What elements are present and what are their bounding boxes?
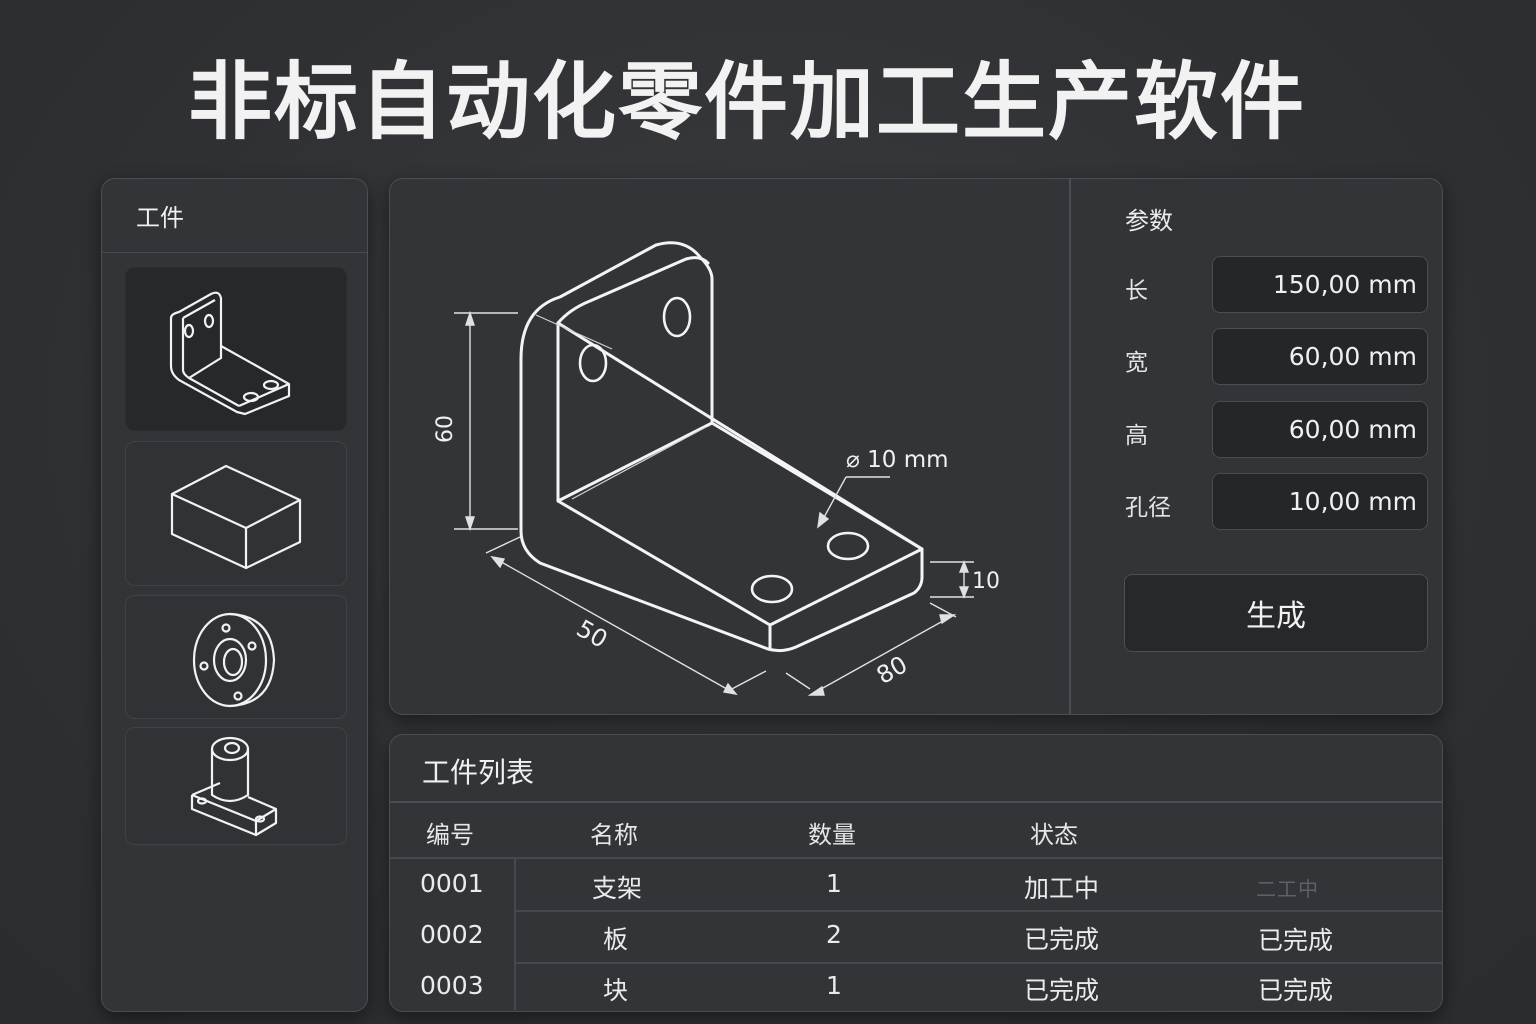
- id-column-divider: [514, 858, 516, 1010]
- 3d-viewport[interactable]: 60 50 80 10 ⌀ 10 mm: [390, 179, 1070, 714]
- cell-id: 0003: [420, 971, 484, 1000]
- l-bracket-icon: [169, 291, 291, 416]
- cell-qty: 2: [826, 920, 842, 949]
- cell-status: 已完成: [1024, 976, 1100, 1005]
- cell-name: 支架: [592, 874, 643, 903]
- part-thumb-flange[interactable]: [125, 595, 347, 719]
- param-length-input[interactable]: 150,00 mm: [1212, 256, 1428, 313]
- block-icon: [170, 464, 302, 569]
- table-title-divider: [390, 801, 1442, 803]
- dim-width-label: 80: [872, 650, 912, 690]
- parts-table-panel: 工件列表 编号 名称 数量 状态 0001 支架 1 加工中 二工中 0002 …: [389, 734, 1443, 1012]
- table-title: 工件列表: [422, 756, 535, 789]
- cell-name: 块: [603, 976, 629, 1005]
- shaft-base-icon: [190, 736, 278, 837]
- cell-qty: 1: [826, 869, 842, 898]
- sidebar-header: 工件: [102, 179, 367, 253]
- row-divider: [514, 962, 1442, 964]
- param-width-label: 宽: [1125, 350, 1148, 376]
- dim-height-label: 60: [433, 415, 458, 443]
- cell-name: 板: [603, 925, 629, 954]
- header-divider: [390, 857, 1442, 859]
- parts-sidebar: 工件: [101, 178, 368, 1012]
- row-divider: [514, 910, 1442, 912]
- cell-extra: 已完成: [1258, 976, 1334, 1005]
- part-thumb-block[interactable]: [125, 441, 347, 586]
- part-thumb-shaft[interactable]: [125, 727, 347, 845]
- cell-qty: 1: [826, 971, 842, 1000]
- flange-disc-icon: [192, 612, 276, 708]
- col-header-qty[interactable]: 数量: [808, 821, 856, 849]
- app-title: 非标自动化零件加工生产软件: [188, 53, 1307, 151]
- generate-button[interactable]: 生成: [1124, 574, 1428, 652]
- cell-extra: 二工中: [1256, 877, 1319, 901]
- param-height-label: 高: [1125, 423, 1148, 449]
- part-thumb-l-bracket[interactable]: [125, 267, 347, 431]
- col-header-name[interactable]: 名称: [590, 821, 638, 849]
- dim-hole-label: ⌀ 10 mm: [846, 447, 949, 473]
- dim-thickness-label: 10: [972, 569, 1000, 594]
- cell-status: 加工中: [1024, 874, 1100, 903]
- cell-id: 0002: [420, 920, 484, 949]
- cell-id: 0001: [420, 869, 484, 898]
- param-height-input[interactable]: 60,00 mm: [1212, 401, 1428, 458]
- param-length-label: 长: [1125, 278, 1148, 304]
- viewer-divider: [1069, 179, 1071, 714]
- cell-extra: 已完成: [1258, 926, 1334, 955]
- params-panel: 参数 长 150,00 mm 宽 60,00 mm 高 60,00 mm 孔径 …: [1071, 179, 1442, 714]
- part-viewer-panel: 60 50 80 10 ⌀ 10 mm 参数 长 150,00 mm 宽 60,…: [389, 178, 1443, 715]
- param-hole-input[interactable]: 10,00 mm: [1212, 473, 1428, 530]
- l-bracket-drawing: 60 50 80 10 ⌀ 10 mm: [433, 241, 1000, 696]
- param-hole-label: 孔径: [1125, 495, 1171, 521]
- col-header-status[interactable]: 状态: [1030, 821, 1078, 849]
- cell-status: 已完成: [1024, 925, 1100, 954]
- col-header-id[interactable]: 编号: [426, 821, 474, 849]
- param-width-input[interactable]: 60,00 mm: [1212, 328, 1428, 385]
- params-title: 参数: [1125, 207, 1173, 235]
